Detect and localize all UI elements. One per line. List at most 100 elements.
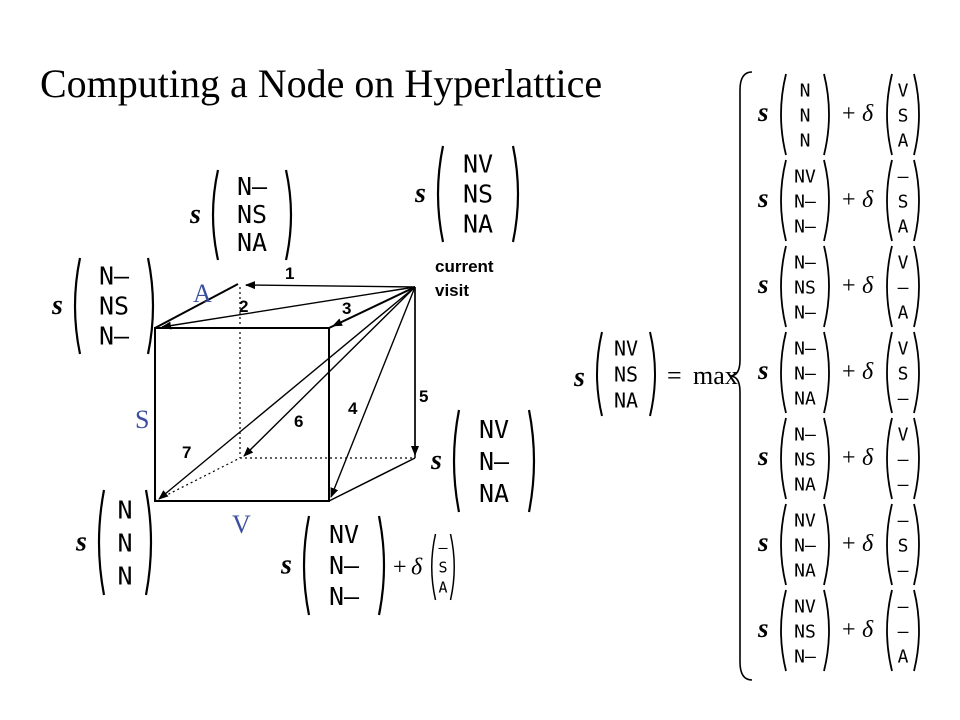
left-paren <box>97 489 106 596</box>
arrow-7 <box>158 286 416 500</box>
term-entry: N– <box>794 364 816 385</box>
term-delta-entry: – <box>898 511 909 532</box>
node-entry: NV <box>479 415 509 444</box>
right-paren <box>146 257 155 355</box>
node-entry: N <box>117 529 132 558</box>
term-entry: NV <box>794 511 816 532</box>
arrow-label: 5 <box>419 387 428 406</box>
term-entry: N– <box>794 253 816 274</box>
node-left: sN–NSN– <box>51 257 155 355</box>
delta-symbol: δ <box>862 617 874 643</box>
delta-symbol: δ <box>862 531 874 557</box>
left-paren <box>886 589 893 672</box>
right-paren <box>913 331 920 414</box>
left-paren <box>436 145 445 243</box>
right-paren <box>913 159 920 242</box>
term-delta-entry: V <box>898 253 909 274</box>
node-entry: N– <box>329 582 360 611</box>
node-prefix-s: s <box>430 445 442 476</box>
node-prefix-s: s <box>75 527 87 558</box>
term-delta-entry: S <box>898 106 909 127</box>
term-delta-entry: A <box>898 647 909 668</box>
current-visit-line: visit <box>435 281 469 300</box>
right-paren <box>823 417 830 500</box>
node-entry: N– <box>237 172 268 201</box>
term-delta-entry: – <box>898 389 909 410</box>
left-paren <box>452 409 461 513</box>
axis-label-a: A <box>193 279 212 308</box>
plus-sign: + <box>842 531 856 557</box>
left-paren <box>780 331 787 414</box>
right-paren <box>449 533 455 601</box>
right-paren <box>823 73 830 156</box>
node-entry: N– <box>99 321 130 350</box>
left-paren <box>886 73 893 156</box>
node-entry: NA <box>463 209 493 238</box>
delta-entry: S <box>438 559 447 577</box>
right-paren <box>823 589 830 672</box>
arrow-label: 6 <box>294 412 303 431</box>
plus-sign: + <box>842 101 856 127</box>
term-delta-entry: S <box>898 192 909 213</box>
term-prefix-s: s <box>757 527 769 557</box>
term-entry: N– <box>794 192 816 213</box>
current-visit-label: current visit <box>435 257 494 300</box>
right-paren <box>649 331 656 417</box>
term-delta-entry: – <box>898 450 909 471</box>
node-right: s NV N– NA <box>430 409 536 513</box>
arrow-6 <box>243 286 416 457</box>
node-entry: NS <box>463 179 493 208</box>
term-delta-entry: – <box>898 622 909 643</box>
slide-title: Computing a Node on Hyperlattice <box>40 61 602 106</box>
term-entry: N– <box>794 217 816 238</box>
lhs-entry: NS <box>614 362 638 386</box>
term-delta-entry: A <box>898 131 909 152</box>
left-paren <box>780 159 787 242</box>
right-paren <box>823 245 830 328</box>
right-paren <box>284 169 293 261</box>
term-entry: N– <box>794 425 816 446</box>
term-entry: N– <box>794 647 816 668</box>
delta-symbol: δ <box>862 359 874 385</box>
left-paren <box>886 417 893 500</box>
delta-symbol: δ <box>862 187 874 213</box>
right-paren <box>823 503 830 586</box>
left-paren <box>431 533 437 601</box>
delta-entry: – <box>438 539 448 557</box>
cube-front-face <box>154 327 330 502</box>
current-visit-line: current <box>435 257 494 276</box>
node-entry: NS <box>99 291 129 320</box>
cube-edge <box>328 457 416 502</box>
right-paren <box>913 503 920 586</box>
term-prefix-s: s <box>757 269 769 299</box>
right-paren <box>913 417 920 500</box>
node-entry: N– <box>479 447 510 476</box>
term-entry: N <box>800 106 811 127</box>
term-entry: NS <box>794 450 816 471</box>
max-equation: sNVNSNA=maxsNNN+δVSAsNVN–N–+δ–SAsN–NSN–+… <box>573 71 920 681</box>
left-paren <box>596 331 603 417</box>
equals-sign: = <box>667 361 682 390</box>
plus-sign: + <box>842 445 856 471</box>
arrow-2 <box>161 286 416 330</box>
node-entry: NA <box>479 479 509 508</box>
lhs-entry: NA <box>614 388 638 412</box>
node-entry: N <box>117 496 132 525</box>
plus-sign: + <box>393 555 407 581</box>
node-entry: N– <box>329 551 360 580</box>
left-paren <box>211 169 220 261</box>
term-delta-entry: A <box>898 217 909 238</box>
lattice-arrows <box>158 281 419 500</box>
arrow-4 <box>330 286 416 498</box>
node-entry: NS <box>237 200 267 229</box>
term-prefix-s: s <box>757 613 769 643</box>
term-delta-entry: – <box>898 475 909 496</box>
term-entry: N <box>800 81 811 102</box>
